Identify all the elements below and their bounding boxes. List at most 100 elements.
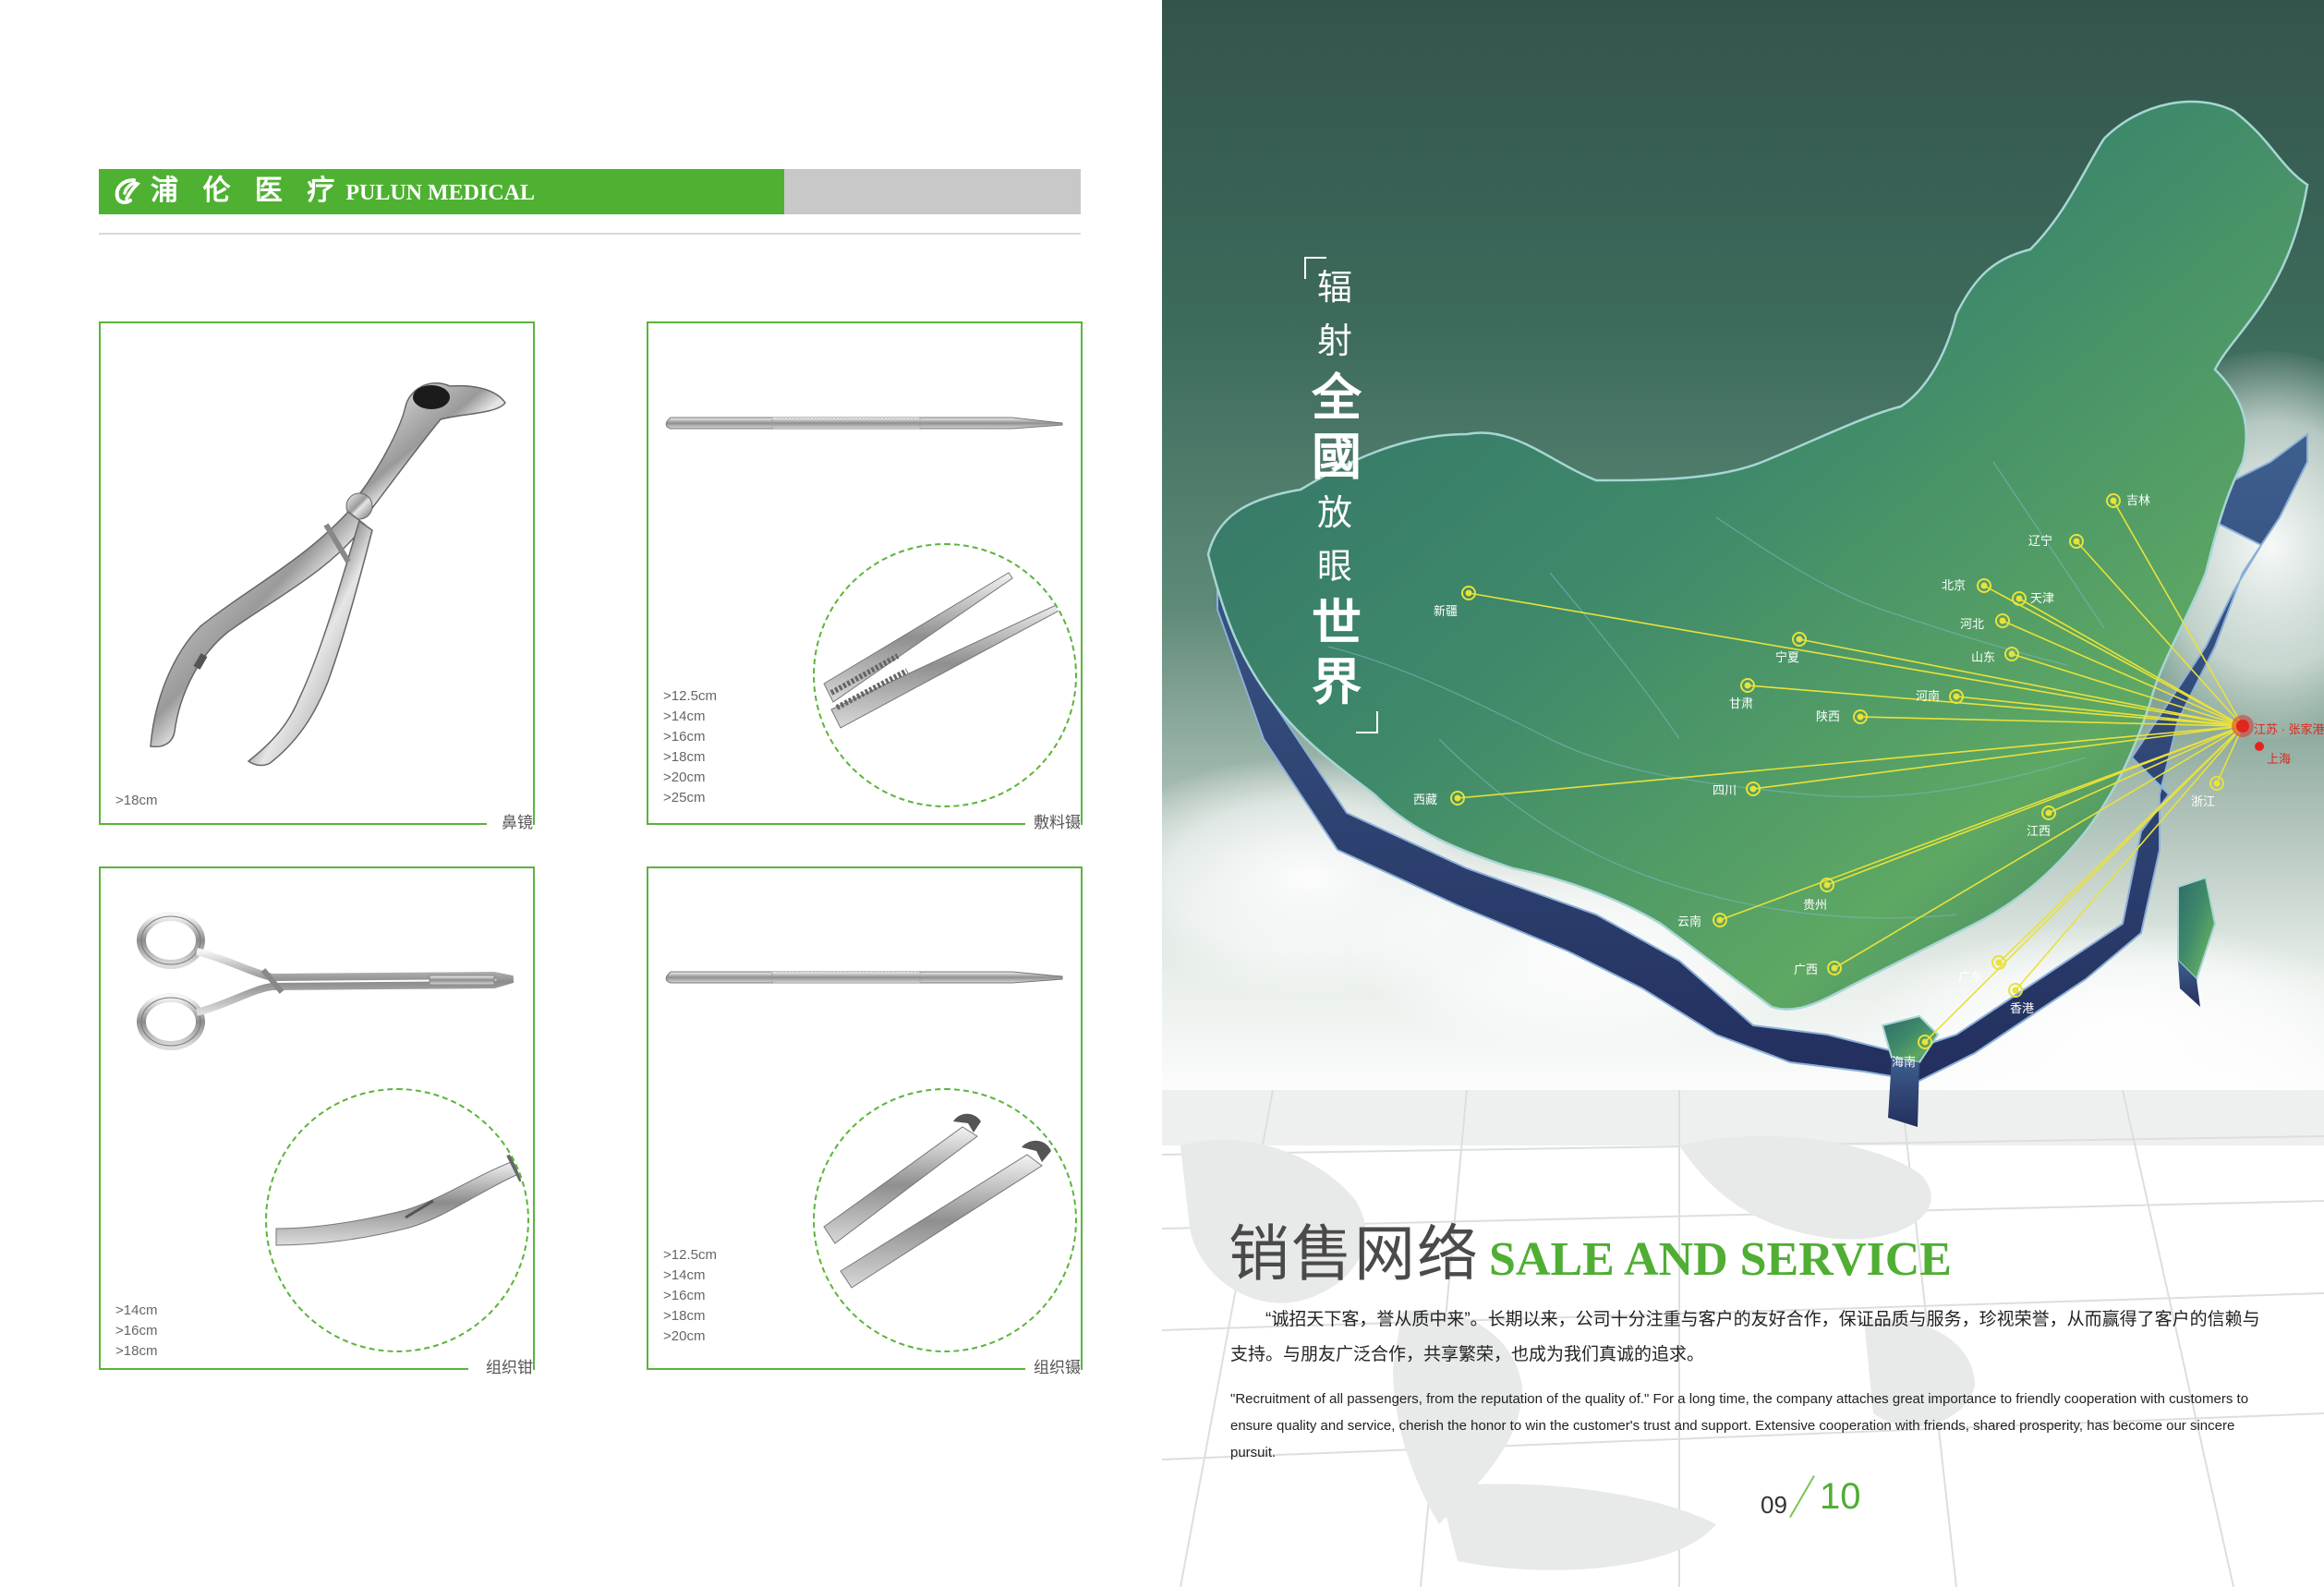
slogan-char: 國	[1312, 427, 1362, 486]
product-card-tissue-clamp: >14cm >16cm >18cm 组织钳	[99, 866, 535, 1379]
city-label: 天津	[2030, 591, 2054, 605]
forceps-tip-detail-image	[823, 572, 1069, 729]
size-item: >14cm	[663, 1267, 706, 1283]
city-marker-ring	[2012, 591, 2027, 606]
city-label: 浙江	[2191, 794, 2215, 808]
city-marker-ring	[1450, 791, 1465, 806]
connection-lines	[1457, 500, 2244, 1043]
pulun-logo-icon	[115, 178, 140, 205]
product-name: 组织钳	[478, 1357, 533, 1379]
card-frame	[647, 321, 1083, 825]
connection-line	[2018, 598, 2244, 727]
size-list: >12.5cm >14cm >16cm >18cm >20cm >25cm	[663, 686, 717, 808]
hub2-marker	[2255, 742, 2264, 751]
tissue-forceps-image	[665, 971, 1063, 984]
city-marker	[2073, 538, 2080, 545]
city-marker	[2008, 650, 2015, 658]
connection-line	[1924, 725, 2244, 1043]
brand-gray-band	[784, 169, 1081, 214]
right-page: 吉林辽宁北京天津河北山东新疆宁夏甘肃河南陕西西藏四川浙江江西贵州云南广西广东香港…	[1162, 0, 2324, 1587]
product-name: 鼻镜	[494, 812, 533, 834]
city-marker	[2015, 595, 2023, 602]
clamp-tip-detail-image	[275, 1153, 525, 1246]
city-label: 江西	[2027, 824, 2051, 838]
size-item: >18cm	[115, 1343, 158, 1359]
intro-paragraph-cn: “诚招天下客，誉从质中来”。长期以来，公司十分注重与客户的友好合作，保证品质与服…	[1230, 1310, 2260, 1364]
connection-line	[1457, 725, 2244, 799]
city-marker-ring	[1713, 913, 1727, 927]
hub-marker	[2236, 720, 2249, 733]
connection-line	[1859, 716, 2244, 727]
connection-line	[2076, 540, 2244, 727]
header-divider	[99, 233, 1081, 235]
connection-line	[1747, 684, 2244, 727]
card-base-line	[647, 823, 1025, 825]
world-map-grid-background	[1162, 1090, 2324, 1587]
city-label: 河南	[1916, 689, 1940, 703]
slogan-bracket-top	[1304, 257, 1326, 279]
card-base-line	[647, 1368, 1025, 1370]
detail-zoom-circle	[265, 1088, 529, 1352]
city-marker	[1749, 785, 1757, 793]
city-label: 新疆	[1434, 604, 1458, 618]
card-base-line	[99, 1368, 468, 1370]
size-list: >18cm	[115, 791, 157, 811]
size-item: >18cm	[115, 793, 158, 808]
city-label: 广西	[1794, 963, 1818, 976]
hub2-label: 上海	[2267, 752, 2291, 766]
slogan-char: 界	[1312, 652, 1362, 711]
city-marker-ring	[1792, 632, 1807, 647]
brand-name-cn: 浦 伦 医 疗	[151, 175, 343, 207]
slogan-vertical: 辐 射 全 國 放 眼 世 界	[1312, 260, 1362, 711]
size-item: >14cm	[663, 709, 706, 724]
size-item: >18cm	[663, 1308, 706, 1324]
city-marker-ring	[1746, 781, 1761, 796]
city-marker	[1465, 589, 1472, 597]
product-card-dressing-forceps: >12.5cm >14cm >16cm >18cm >20cm >25cm 敷料…	[647, 321, 1083, 834]
card-frame	[99, 866, 535, 1370]
city-marker-ring	[1820, 878, 1834, 892]
forceps-teeth-detail-image	[823, 1113, 1051, 1289]
slogan-char: 放	[1316, 492, 1352, 533]
size-item: >12.5cm	[663, 688, 717, 704]
product-card-tissue-forceps: >12.5cm >14cm >16cm >18cm >20cm 组织镊	[647, 866, 1083, 1379]
brand-green-band	[99, 169, 784, 214]
city-label: 海南	[1892, 1055, 1916, 1069]
city-marker-ring	[1740, 678, 1755, 693]
dressing-forceps-image	[665, 417, 1063, 430]
city-marker-ring	[2106, 493, 2121, 508]
slogan-char: 全	[1312, 368, 1362, 427]
city-label: 甘肃	[1729, 697, 1753, 710]
connection-line	[2048, 725, 2244, 814]
slogan-char: 眼	[1316, 546, 1352, 587]
size-item: >25cm	[663, 790, 706, 806]
city-marker	[2110, 497, 2117, 504]
page-number-slash	[1789, 1474, 1815, 1519]
connection-line	[2015, 725, 2244, 991]
intro-paragraph-en: "Recruitment of all passengers, from the…	[1230, 1391, 2249, 1460]
city-marker-ring	[1977, 578, 1991, 593]
city-marker	[1953, 693, 1960, 700]
city-marker-ring	[1853, 709, 1868, 724]
city-marker-ring	[2209, 776, 2224, 791]
card-frame	[647, 866, 1083, 1370]
city-marker	[2045, 809, 2052, 817]
section-title-cn: 销售网络	[1229, 1218, 1480, 1290]
city-label: 宁夏	[1775, 650, 1799, 664]
size-item: >14cm	[115, 1302, 158, 1318]
size-item: >16cm	[663, 729, 706, 745]
connection-line	[1719, 725, 2244, 921]
city-label: 云南	[1677, 915, 1701, 928]
slogan-char: 世	[1312, 593, 1362, 652]
connection-line	[2112, 500, 2244, 727]
city-label: 陕西	[1816, 709, 1840, 723]
detail-zoom-circle	[813, 1088, 1077, 1352]
city-marker	[1831, 964, 1838, 972]
city-marker	[2012, 987, 2019, 994]
size-item: >16cm	[115, 1323, 158, 1339]
size-item: >20cm	[663, 1328, 706, 1344]
city-label: 四川	[1713, 783, 1737, 797]
